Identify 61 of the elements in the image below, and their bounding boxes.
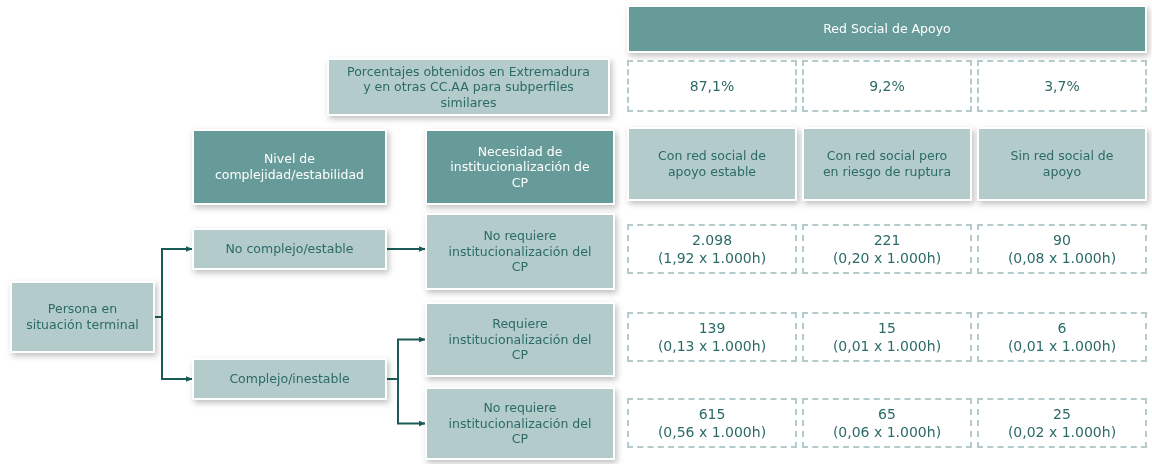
value-box [977, 312, 1147, 362]
category-box [327, 58, 610, 116]
box-label: Necesidad de institucionalización de CP [449, 143, 591, 191]
value-text: (0,01 x 1.000h) [832, 337, 942, 356]
header-box [627, 5, 1147, 53]
category-box [10, 281, 155, 353]
box-label: Complejo/inestable [229, 371, 350, 387]
value-box [627, 224, 797, 274]
value-box [977, 60, 1147, 112]
value-text: 615 [698, 404, 726, 423]
category-box [425, 302, 615, 377]
value-text: 3,7% [1044, 76, 1080, 96]
value-box [627, 312, 797, 362]
value-text: 25 [1053, 404, 1071, 423]
value-box [977, 398, 1147, 448]
box-label: Red Social de Apoyo [823, 21, 951, 37]
value-text: (0,01 x 1.000h) [1007, 337, 1117, 356]
value-text: 9,2% [869, 76, 905, 96]
box-label: Sin red social de apoyo [1009, 148, 1115, 180]
arrow [386, 246, 426, 252]
value-text: (0,13 x 1.000h) [657, 337, 767, 356]
value-text: (0,06 x 1.000h) [832, 423, 942, 442]
box-label: Nivel de complejidad/estabilidad [213, 151, 366, 183]
value-text: 139 [698, 318, 726, 337]
category-box [425, 213, 615, 290]
value-text: 15 [878, 318, 896, 337]
box-label: No complejo/estable [225, 241, 354, 257]
value-text: 6 [1057, 318, 1067, 337]
header-box [192, 129, 387, 205]
value-text: (0,20 x 1.000h) [832, 249, 942, 268]
category-box [192, 358, 387, 400]
arrow [154, 316, 193, 382]
box-label: Con red social de apoyo estable [657, 148, 767, 180]
category-box [627, 127, 797, 201]
value-text: (0,08 x 1.000h) [1007, 249, 1117, 268]
value-text: 87,1% [689, 76, 735, 96]
category-box [977, 127, 1147, 201]
header-box [425, 129, 615, 205]
value-text: (0,56 x 1.000h) [657, 423, 767, 442]
box-label: Requiere institucionalización del CP [447, 316, 593, 363]
category-box [425, 387, 615, 460]
value-text: 90 [1053, 230, 1071, 249]
value-text: (1,92 x 1.000h) [657, 249, 767, 268]
value-box [802, 312, 972, 362]
category-box [192, 228, 387, 270]
value-box [802, 398, 972, 448]
box-label: Con red social pero en riesgo de ruptura [821, 148, 953, 180]
box-label: Persona en situación terminal [26, 301, 139, 333]
category-box [802, 127, 972, 201]
value-text: 2.098 [691, 230, 733, 249]
value-text: 65 [878, 404, 896, 423]
box-label: Porcentajes obtenidos en Extremadura y en otras CC.AA para subperfiles similares [346, 63, 591, 111]
value-box [627, 60, 797, 112]
value-box [977, 224, 1147, 274]
box-label: No requiere institucionalización del CP [447, 228, 593, 275]
value-text: 221 [873, 230, 901, 249]
value-text: (0,02 x 1.000h) [1007, 423, 1117, 442]
box-label: No requiere institucionalización del CP [447, 400, 593, 447]
value-box [802, 224, 972, 274]
value-box [802, 60, 972, 112]
value-box [627, 398, 797, 448]
